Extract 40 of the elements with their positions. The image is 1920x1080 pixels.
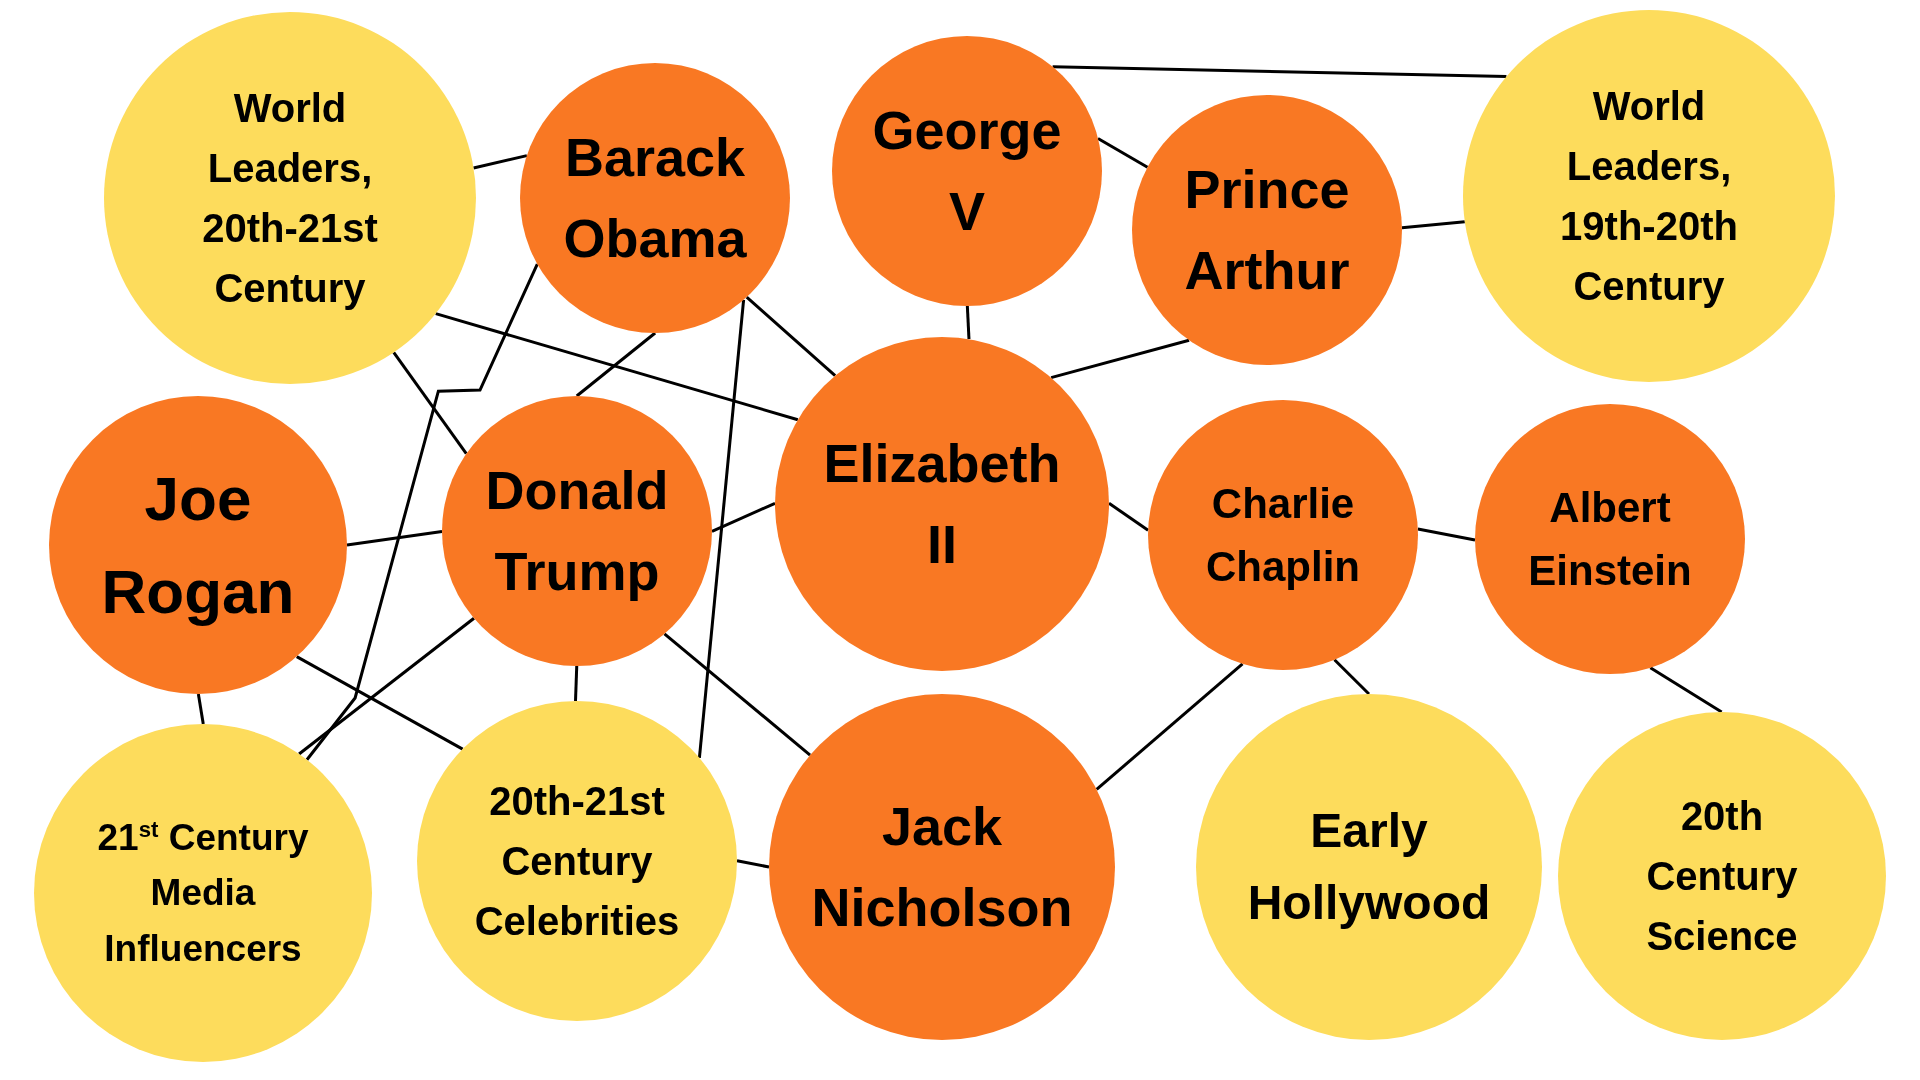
- connector-line: [298, 617, 475, 756]
- node-label: World Leaders, 20th-21st Century: [201, 85, 379, 312]
- node-label: Elizabeth II: [822, 432, 1062, 576]
- connector-line: [1050, 338, 1190, 380]
- connector-line: [473, 154, 528, 170]
- node-label: Joe Rogan: [100, 463, 296, 628]
- connector-line: [196, 693, 205, 725]
- connector-line: [745, 295, 837, 377]
- connector-line: [663, 632, 812, 757]
- connector-line: [575, 331, 657, 398]
- connector-line: [392, 351, 468, 455]
- connector-line: [736, 859, 770, 869]
- node-label: Albert Einstein: [1527, 483, 1693, 596]
- node-label: Jack Nicholson: [810, 795, 1074, 939]
- connector-line: [1333, 658, 1371, 696]
- node-label: 20th Century Science: [1645, 793, 1799, 960]
- connector-line: [1052, 65, 1507, 79]
- node-label: Charlie Chaplin: [1205, 479, 1361, 592]
- connector-line: [711, 501, 776, 533]
- connector-line: [1649, 666, 1723, 714]
- node-label: Early Hollywood: [1246, 803, 1492, 931]
- connector-line: [1095, 662, 1244, 791]
- node-label: Barack Obama: [562, 126, 748, 270]
- connector-line: [305, 263, 539, 761]
- connector-line: [697, 299, 746, 759]
- connector-line: [1108, 502, 1149, 532]
- connector-line: [574, 665, 579, 702]
- connector-line: [1401, 220, 1465, 230]
- node-label: Prince Arthur: [1183, 158, 1351, 302]
- connector-line: [1097, 137, 1149, 169]
- connector-line: [1417, 527, 1476, 542]
- connector-line: [435, 312, 799, 422]
- node-label: Donald Trump: [484, 459, 670, 603]
- connector-line: [346, 529, 443, 547]
- node-label: George V: [871, 99, 1063, 243]
- node-label: 20th-21st Century Celebrities: [473, 778, 681, 945]
- connector-line: [296, 655, 464, 751]
- connector-line: [965, 305, 971, 340]
- node-label: World Leaders, 19th-20th Century: [1559, 83, 1739, 310]
- node-label: 21$^{st}$ Century Media Influencers: [96, 815, 310, 971]
